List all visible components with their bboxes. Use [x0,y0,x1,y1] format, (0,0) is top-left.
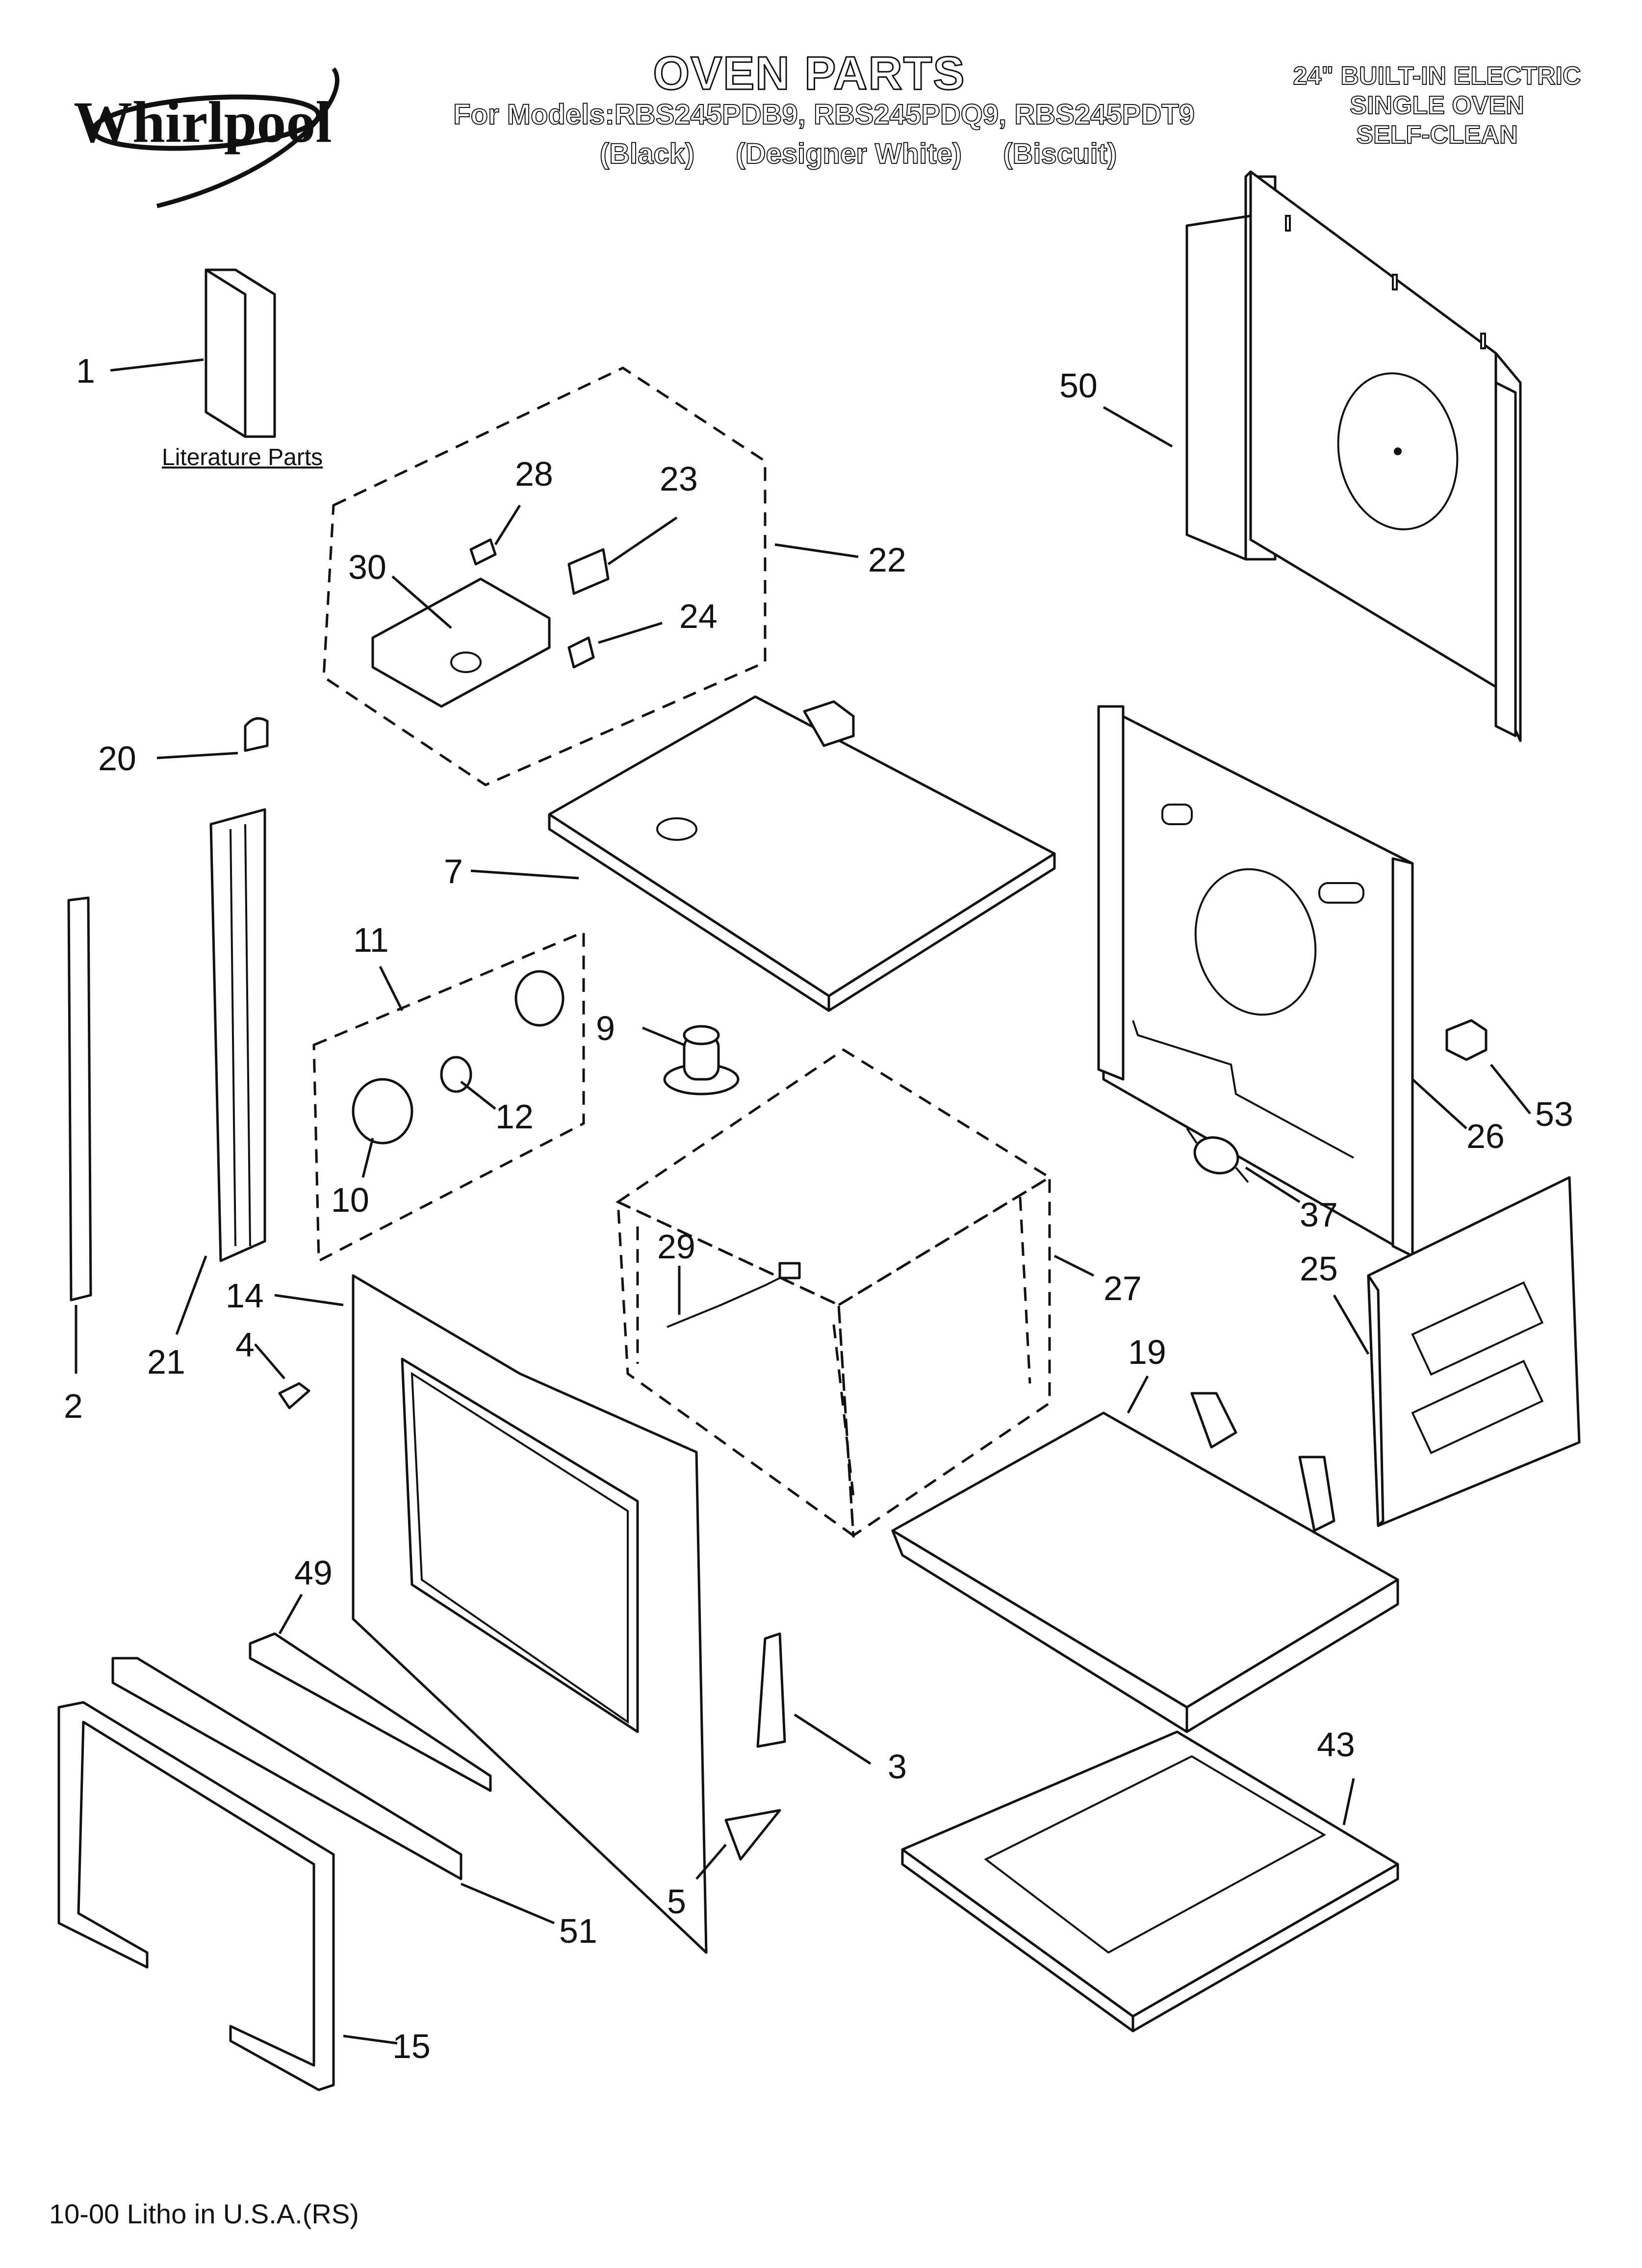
vent-grille [111,1657,462,1880]
frame-bracket [756,1632,786,1748]
callout-7: 7 [444,852,463,890]
brand-logo: Whirlpool [74,89,332,155]
callout-51: 51 [559,1912,597,1950]
callout-27: 27 [1103,1269,1142,1307]
oven-top-panel [548,695,1056,1012]
callout-15: 15 [392,2027,431,2065]
bottom-tray [901,1730,1399,2033]
control-knob-group-dashed [312,930,585,1263]
literature-booklet [205,268,276,438]
bottom-plate [891,1392,1399,1733]
callout-2: 2 [64,1387,83,1425]
callout-25: 25 [1300,1250,1338,1288]
vent-trim [249,1632,492,1792]
color-black: (Black) [599,137,695,170]
color-variants: (Black) (Designer White) (Biscuit) [539,137,1177,170]
models-line: For Models:RBS245PDB9, RBS245PDQ9, RBS24… [453,98,1195,131]
callout-4: 4 [235,1326,255,1364]
callout-21: 21 [147,1343,185,1381]
callout-10: 10 [331,1181,369,1219]
front-frame [352,1274,708,1954]
callout-49: 49 [294,1554,333,1592]
callout-30: 30 [348,548,386,586]
color-designer-white: (Designer White) [735,137,962,170]
callout-11: 11 [353,921,389,959]
color-biscuit: (Biscuit) [1002,137,1117,170]
callout-26: 26 [1466,1117,1505,1155]
convection-fan-motor [663,1025,740,1095]
callout-29: 29 [657,1227,695,1266]
callout-50: 50 [1059,366,1098,405]
control-housing-dashed [322,366,767,786]
callout-20: 20 [98,739,136,778]
small-bracket [724,1809,781,1861]
door-side-trim [209,808,266,1262]
callout-5: 5 [667,1882,686,1921]
mounting-clip [1445,1019,1488,1061]
callout-14: 14 [226,1277,264,1315]
callout-1: 1 [76,352,95,390]
screw [278,1382,310,1409]
callout-9: 9 [596,1009,615,1047]
temperature-sensor [667,1262,801,1328]
page-title: OVEN PARTS [652,47,966,101]
leader-lines [75,358,1531,2045]
side-panel-right [1097,705,1414,1257]
product-line-2: SINGLE OVEN [1349,91,1524,120]
vent-rod [67,896,92,1302]
callout-43: 43 [1317,1725,1355,1764]
oven-cavity-dashed [615,1048,1052,1538]
product-line-1: 24" BUILT-IN ELECTRIC [1292,61,1581,91]
bracket-cap [244,717,269,752]
callout-23: 23 [660,460,698,498]
callout-37: 37 [1300,1196,1338,1234]
callout-labels: 1 50 28 23 22 30 24 20 7 11 9 26 53 12 1… [64,352,1573,2065]
whirlpool-swirl-icon [91,67,339,209]
footer-litho: 10-00 Litho in U.S.A.(RS) [49,2198,359,2229]
thermal-cutoff [1186,1127,1249,1183]
rear-panel [1185,170,1522,742]
callout-12: 12 [495,1097,534,1136]
callout-22: 22 [868,541,906,579]
literature-parts-label: Literature Parts [162,444,323,470]
callout-19: 19 [1128,1333,1166,1371]
callout-28: 28 [515,455,553,493]
side-panel-left [1367,1176,1581,1527]
callout-3: 3 [888,1747,907,1786]
door-gasket [57,1701,335,2091]
callout-53: 53 [1535,1095,1573,1133]
product-line-3: SELF-CLEAN [1356,120,1518,150]
callout-24: 24 [679,597,718,635]
